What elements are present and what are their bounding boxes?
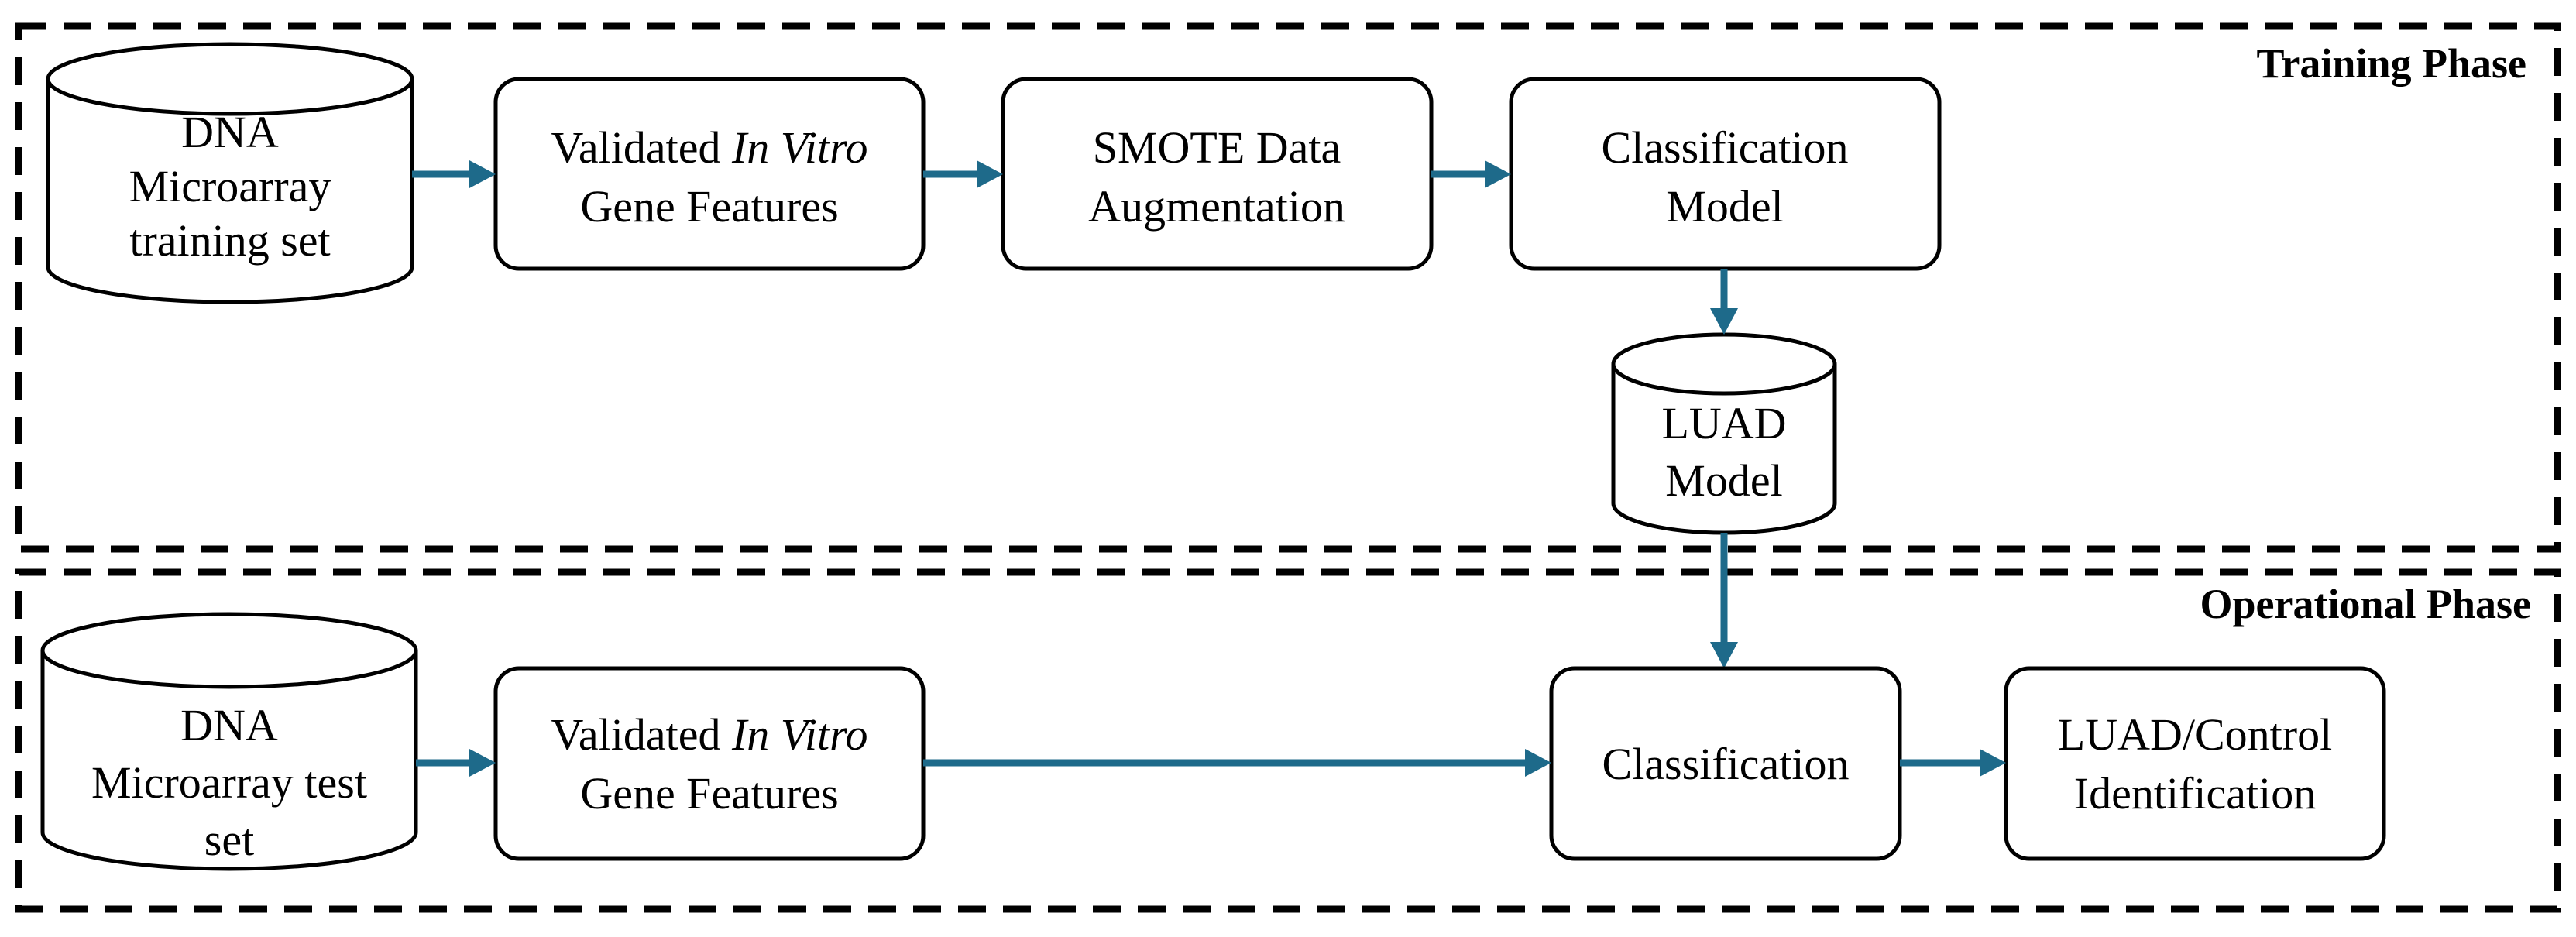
luad-model-cylinder: LUAD Model: [1611, 332, 1837, 535]
arrow-luad-model-to-classification: [1710, 533, 1738, 668]
classification-model-box: Classification Model: [1509, 77, 1942, 271]
dna-training-set-cylinder: DNA Microarray training set: [46, 42, 414, 304]
arrow-smote-to-classification-model: [1431, 160, 1511, 188]
arrow-classification-model-to-luad-model: [1710, 269, 1738, 335]
classification-box: Classification: [1549, 666, 1902, 861]
classification-label: Classification: [1602, 739, 1850, 789]
arrow-features-to-smote: [923, 160, 1003, 188]
dna-test-line2: Microarray test: [91, 757, 367, 808]
training-phase-frame: [15, 22, 2561, 553]
arrow-classification-to-identification: [1900, 749, 2006, 777]
gene-features-box-operational: Validated In Vitro Gene Features: [493, 666, 926, 861]
operational-phase-frame: [15, 568, 2561, 913]
classification-model-line1: Classification: [1602, 122, 1849, 173]
gene-features-training-line2: Gene Features: [580, 181, 838, 232]
arrow-dna-to-features-operational: [416, 749, 496, 777]
training-phase-label: Training Phase: [2256, 40, 2526, 87]
gene-features-box-training: Validated In Vitro Gene Features: [493, 77, 926, 271]
gene-features-training-line1: Validated In Vitro: [551, 122, 867, 173]
dna-training-line3: training set: [129, 215, 330, 266]
classification-model-line2: Model: [1666, 181, 1783, 232]
dna-test-set-cylinder: DNA Microarray test set: [40, 612, 418, 871]
operational-phase-label: Operational Phase: [2200, 581, 2532, 627]
smote-box: SMOTE Data Augmentation: [1001, 77, 1434, 271]
dna-training-line2: Microarray: [129, 161, 331, 211]
arrow-dna-to-features-training: [412, 160, 496, 188]
identification-line2: Identification: [2074, 768, 2316, 819]
identification-line1: LUAD/Control: [2058, 709, 2332, 760]
dna-test-line3: set: [204, 815, 254, 865]
luad-model-line1: LUAD: [1661, 398, 1786, 448]
smote-line2: Augmentation: [1088, 181, 1345, 232]
dna-training-line1: DNA: [181, 107, 279, 157]
luad-model-line2: Model: [1665, 455, 1782, 506]
identification-box: LUAD/Control Identification: [2004, 666, 2386, 861]
gene-features-operational-line1: Validated In Vitro: [551, 709, 867, 760]
gene-features-operational-line2: Gene Features: [580, 768, 838, 819]
arrow-features-to-classification: [923, 749, 1551, 777]
dna-test-line1: DNA: [180, 700, 278, 750]
smote-line1: SMOTE Data: [1093, 122, 1341, 173]
